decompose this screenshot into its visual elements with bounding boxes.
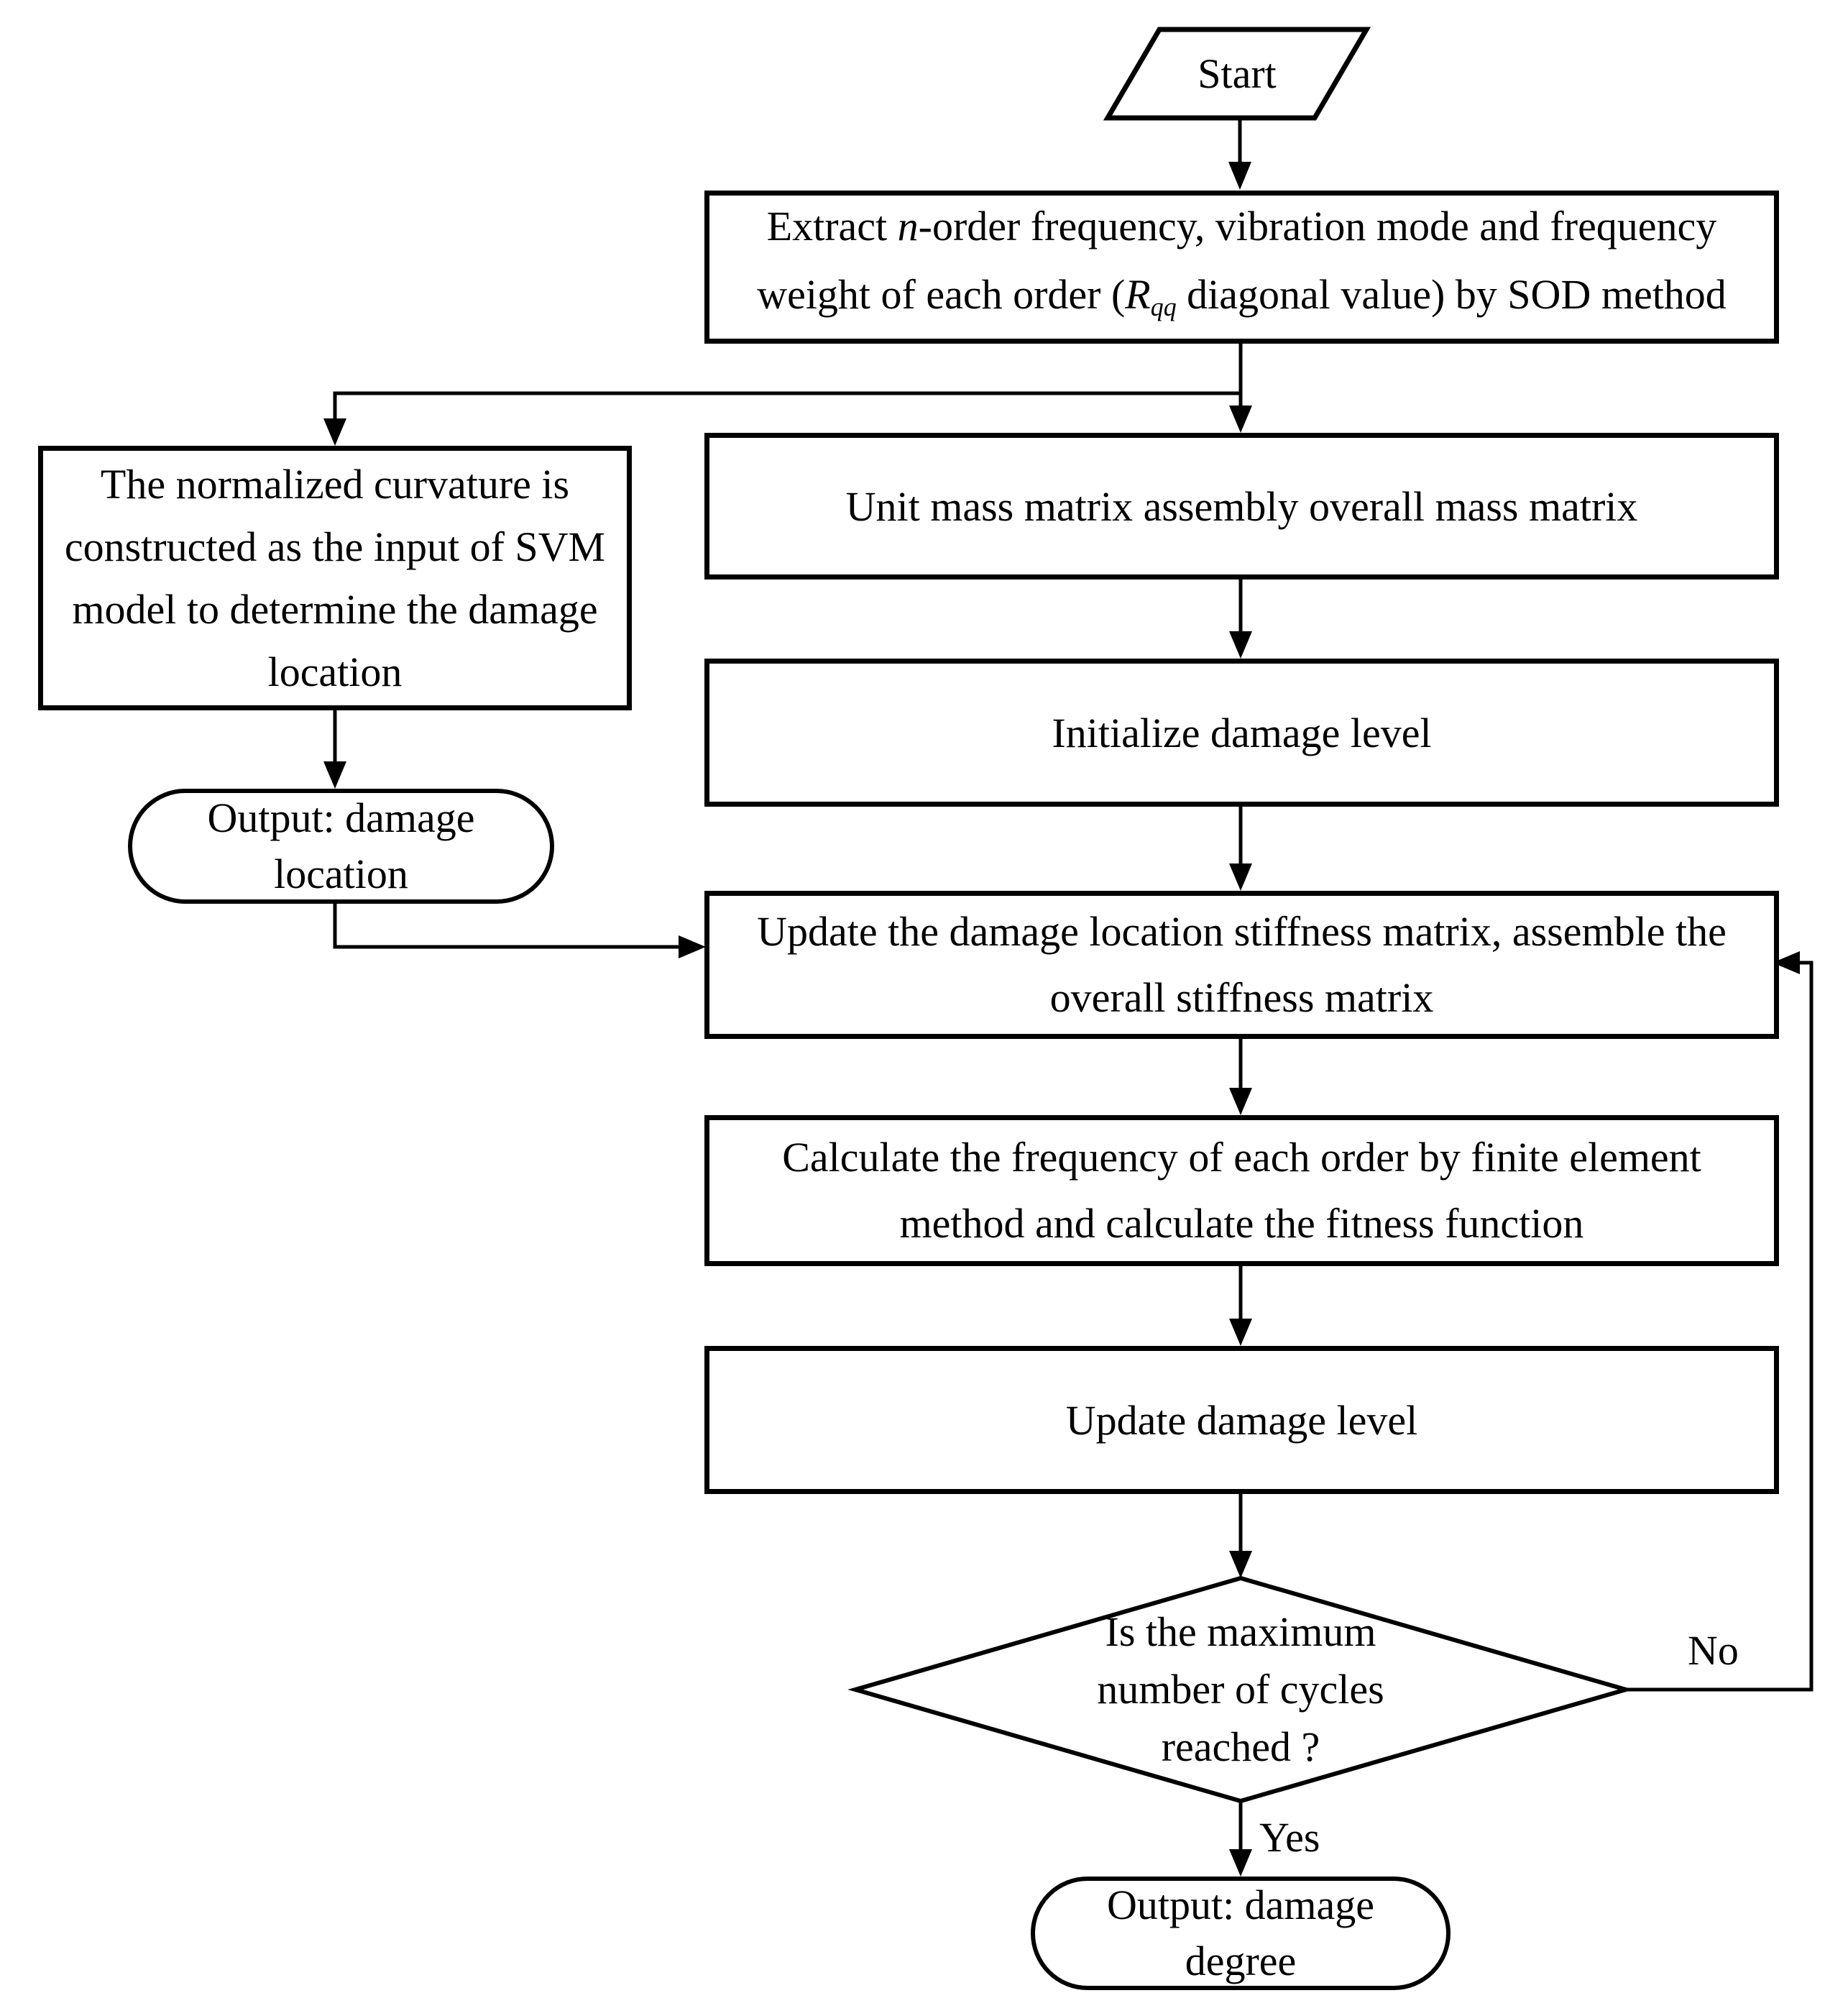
extract-text: weight of each order ( [757,271,1126,319]
output-degree-line-1: Output: damage [1106,1882,1375,1928]
extract-text: diagonal value) by SOD method [1176,271,1727,319]
max-cycles-decision: Is the maximum number of cycles reached … [953,1603,1528,1776]
arrow-update-stiffness-to-calculate [1229,1039,1252,1115]
extract-text: -order frequency, vibration mode and fre… [918,203,1717,250]
decision-line-3: reached ? [1161,1723,1320,1770]
start-node: Start [1108,29,1366,118]
unit-mass-label: Unit mass matrix assembly overall mass m… [845,482,1638,530]
arrow-extract-to-svm [323,391,1241,446]
initialize-label: Initialize damage level [1052,709,1432,756]
svm-line-3: model to determine the damage [72,586,598,633]
qq-subscript: qq [1150,293,1177,322]
svm-line-4: location [267,649,403,695]
svm-line-2: constructed as the input of SVM [64,523,606,570]
update-stiffness-line-2: overall stiffness matrix [1049,974,1434,1021]
output-location-line-2: location [274,851,408,897]
initialize-box: Initialize damage level [704,659,1779,807]
output-location-node: Output: damage location [128,789,554,904]
arrow-decision-no-loop [1626,951,1813,1692]
update-damage-label: Update damage level [1065,1396,1418,1444]
extract-line-2: weight of each order (Rqq diagonal value… [757,260,1727,342]
decision-line-2: number of cycles [1097,1666,1384,1713]
arrow-extract-to-unit-mass [1229,344,1252,433]
unit-mass-box: Unit mass matrix assembly overall mass m… [704,433,1779,579]
output-location-line-1: Output: damage [207,794,475,841]
arrow-start-to-extract [1228,118,1251,190]
output-degree-node: Output: damage degree [1031,1877,1451,1990]
arrow-decision-yes-to-output-degree [1229,1801,1252,1877]
label-yes: Yes [1259,1814,1320,1861]
svm-line-1: The normalized curvature is [100,461,570,508]
output-degree-line-2: degree [1185,1938,1297,1984]
arrow-unit-mass-to-initialize [1229,579,1252,659]
calculate-line-1: Calculate the frequency of each order by… [782,1134,1701,1181]
calculate-line-2: method and calculate the fitness functio… [899,1200,1584,1247]
start-label: Start [1197,50,1277,97]
update-stiffness-box: Update the damage location stiffness mat… [704,891,1779,1039]
svm-box: The normalized curvature is constructed … [38,446,632,710]
italic-n-symbol: n [897,203,919,250]
arrow-calculate-to-update-damage [1229,1266,1252,1346]
start-parallelogram-shape [1103,27,1371,121]
r-symbol: R [1125,271,1151,319]
extract-box: Extract n-order frequency, vibration mod… [704,191,1779,344]
extract-text: Extract [766,203,898,250]
calculate-fitness-box: Calculate the frequency of each order by… [704,1115,1779,1266]
label-no: No [1688,1627,1739,1674]
extract-line-1: Extract n-order frequency, vibration mod… [767,192,1717,260]
decision-line-1: Is the maximum [1105,1608,1376,1655]
arrow-output-location-to-update-stiffness [333,904,706,958]
arrow-svm-to-output-location [323,710,346,789]
arrow-initialize-to-update-stiffness [1229,807,1252,891]
update-stiffness-line-1: Update the damage location stiffness mat… [757,908,1727,955]
arrow-update-damage-to-decision [1229,1494,1252,1578]
update-damage-box: Update damage level [704,1346,1779,1494]
